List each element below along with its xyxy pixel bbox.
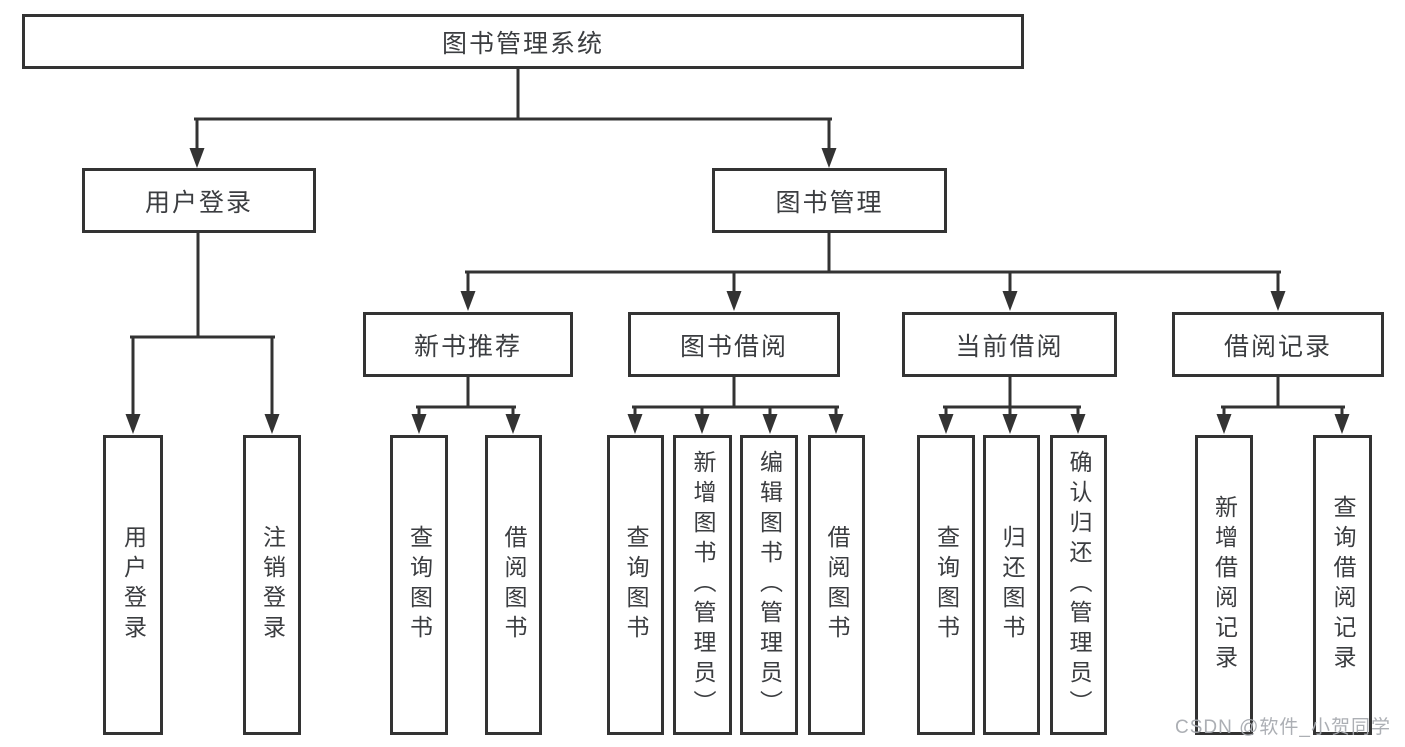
leaf-add-borrow-record: 新增借阅记录 [1195, 435, 1253, 735]
leaf-borrow-books-borrow-label: 借阅图书 [824, 525, 850, 645]
leaf-query-books-recommend-label: 查询图书 [406, 525, 433, 645]
leaf-return-books-label: 归还图书 [999, 525, 1025, 645]
watermark: CSDN @软件_小贺同学 [1175, 717, 1391, 738]
leaf-confirm-return-admin: 确认归还（管理员） [1050, 435, 1107, 735]
leaf-add-books-admin-label: 新增图书（管理员） [690, 450, 716, 720]
leaf-query-books-borrow-label: 查询图书 [623, 525, 649, 645]
leaf-user-login: 用户登录 [103, 435, 163, 735]
leaf-borrow-books-recommend: 借阅图书 [485, 435, 542, 735]
leaf-user-login-label: 用户登录 [120, 525, 147, 645]
node-book-management: 图书管理 [712, 168, 947, 233]
leaf-query-borrow-record-label: 查询借阅记录 [1330, 495, 1356, 675]
leaf-borrow-books-borrow: 借阅图书 [808, 435, 865, 735]
leaf-confirm-return-admin-label: 确认归还（管理员） [1066, 450, 1092, 720]
node-new-book-recommendation: 新书推荐 [363, 312, 573, 377]
tree-edges [130, 66, 1345, 420]
node-borrowing-records: 借阅记录 [1172, 312, 1384, 377]
node-current-borrowing-label: 当前借阅 [955, 332, 1064, 361]
node-book-borrowing: 图书借阅 [628, 312, 840, 377]
node-library-system-label: 图书管理系统 [441, 29, 604, 58]
node-book-borrowing-label: 图书借阅 [679, 332, 788, 361]
leaf-query-books-current-label: 查询图书 [933, 525, 960, 645]
leaf-logout-login: 注销登录 [243, 435, 301, 735]
leaf-query-books-borrow: 查询图书 [607, 435, 664, 735]
node-user-login-label: 用户登录 [144, 188, 253, 217]
leaf-add-books-admin: 新增图书（管理员） [673, 435, 732, 735]
node-new-book-recommendation-label: 新书推荐 [413, 332, 522, 361]
node-borrowing-records-label: 借阅记录 [1223, 332, 1332, 361]
node-user-login: 用户登录 [82, 168, 316, 233]
arrowhead-icons [125, 148, 1350, 434]
leaf-borrow-books-recommend-label: 借阅图书 [501, 525, 527, 645]
leaf-edit-books-admin: 编辑图书（管理员） [740, 435, 798, 735]
node-book-management-label: 图书管理 [775, 188, 884, 217]
leaf-logout-login-label: 注销登录 [259, 525, 286, 645]
leaf-query-books-recommend: 查询图书 [390, 435, 448, 735]
leaf-return-books: 归还图书 [983, 435, 1040, 735]
leaf-query-borrow-record: 查询借阅记录 [1313, 435, 1372, 735]
node-library-system: 图书管理系统 [22, 14, 1024, 69]
leaf-edit-books-admin-label: 编辑图书（管理员） [756, 450, 783, 720]
node-current-borrowing: 当前借阅 [902, 312, 1117, 377]
leaf-add-borrow-record-label: 新增借阅记录 [1211, 495, 1238, 675]
leaf-query-books-current: 查询图书 [917, 435, 975, 735]
